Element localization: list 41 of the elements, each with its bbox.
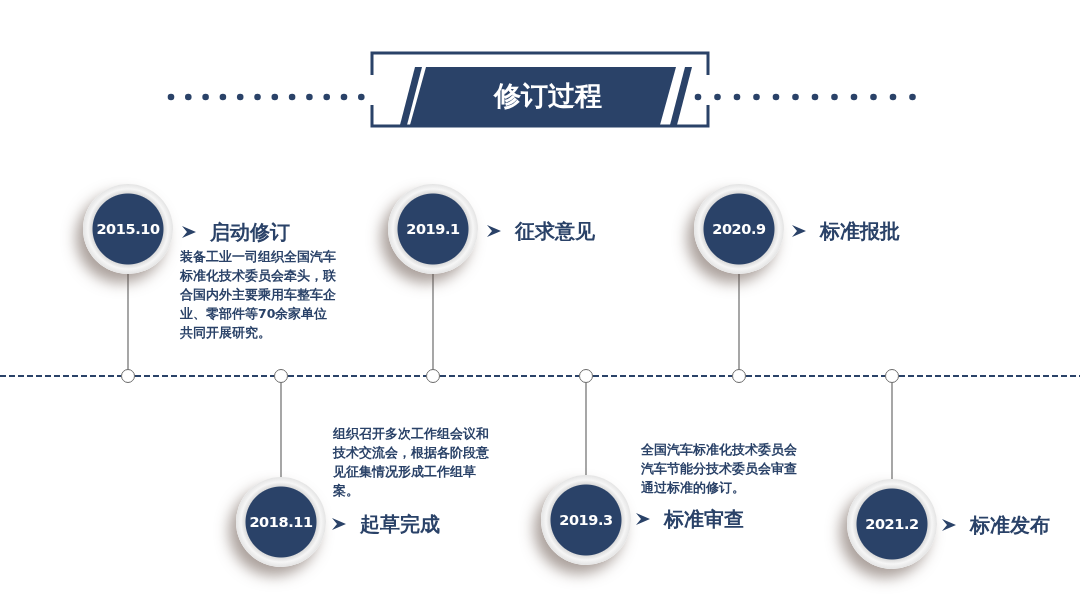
milestone-heading: 标准审查 [664, 506, 744, 532]
date-circle [236, 477, 326, 567]
date-text: 2018.11 [249, 514, 313, 530]
dashed-timeline [287, 375, 427, 377]
timeline-dot [885, 369, 899, 383]
date-text: 2015.10 [96, 221, 160, 237]
date-circle [541, 475, 631, 565]
milestone-heading: 标准发布 [970, 512, 1050, 538]
milestone-heading: 标准报批 [820, 218, 900, 244]
timeline-dot [732, 369, 746, 383]
date-circle [83, 184, 173, 274]
dashed-timeline [592, 375, 733, 377]
date-text: 2019.1 [406, 221, 460, 237]
milestone-description: 装备工业一司组织全国汽车标准化技术委员会牵头，联合国内外主要乘用车整车企业、零部件等70余家单位共同开展研究。 [180, 248, 336, 342]
timeline-dot [579, 369, 593, 383]
date-text: 2021.2 [865, 516, 919, 532]
connector-line [280, 382, 282, 478]
milestone-description: 组织召开多次工作组会议和技术交流会，根据各阶段意见征集情况形成工作组草案。 [333, 425, 489, 500]
dashed-timeline [0, 375, 122, 377]
milestone-heading: 征求意见 [515, 218, 595, 244]
dashed-timeline [134, 375, 275, 377]
title: 修订过程 [493, 79, 602, 113]
milestone-heading: 起草完成 [360, 511, 440, 537]
connector-line [891, 382, 893, 480]
milestone-heading: 启动修订 [210, 219, 290, 245]
connector-line [432, 273, 434, 370]
date-circle [388, 184, 478, 274]
timeline-dot [274, 369, 288, 383]
connector-line [127, 273, 129, 370]
connector-line [738, 273, 740, 370]
dashed-timeline [439, 375, 580, 377]
connector-line [585, 382, 587, 476]
date-circle [847, 479, 937, 569]
date-text: 2020.9 [712, 221, 766, 237]
dashed-timeline [745, 375, 886, 377]
timeline-dot [121, 369, 135, 383]
milestone-description: 全国汽车标准化技术委员会汽车节能分技术委员会审查通过标准的修订。 [641, 441, 797, 497]
date-circle [694, 184, 784, 274]
dashed-timeline [898, 375, 1080, 377]
timeline-dot [426, 369, 440, 383]
date-text: 2019.3 [559, 512, 613, 528]
